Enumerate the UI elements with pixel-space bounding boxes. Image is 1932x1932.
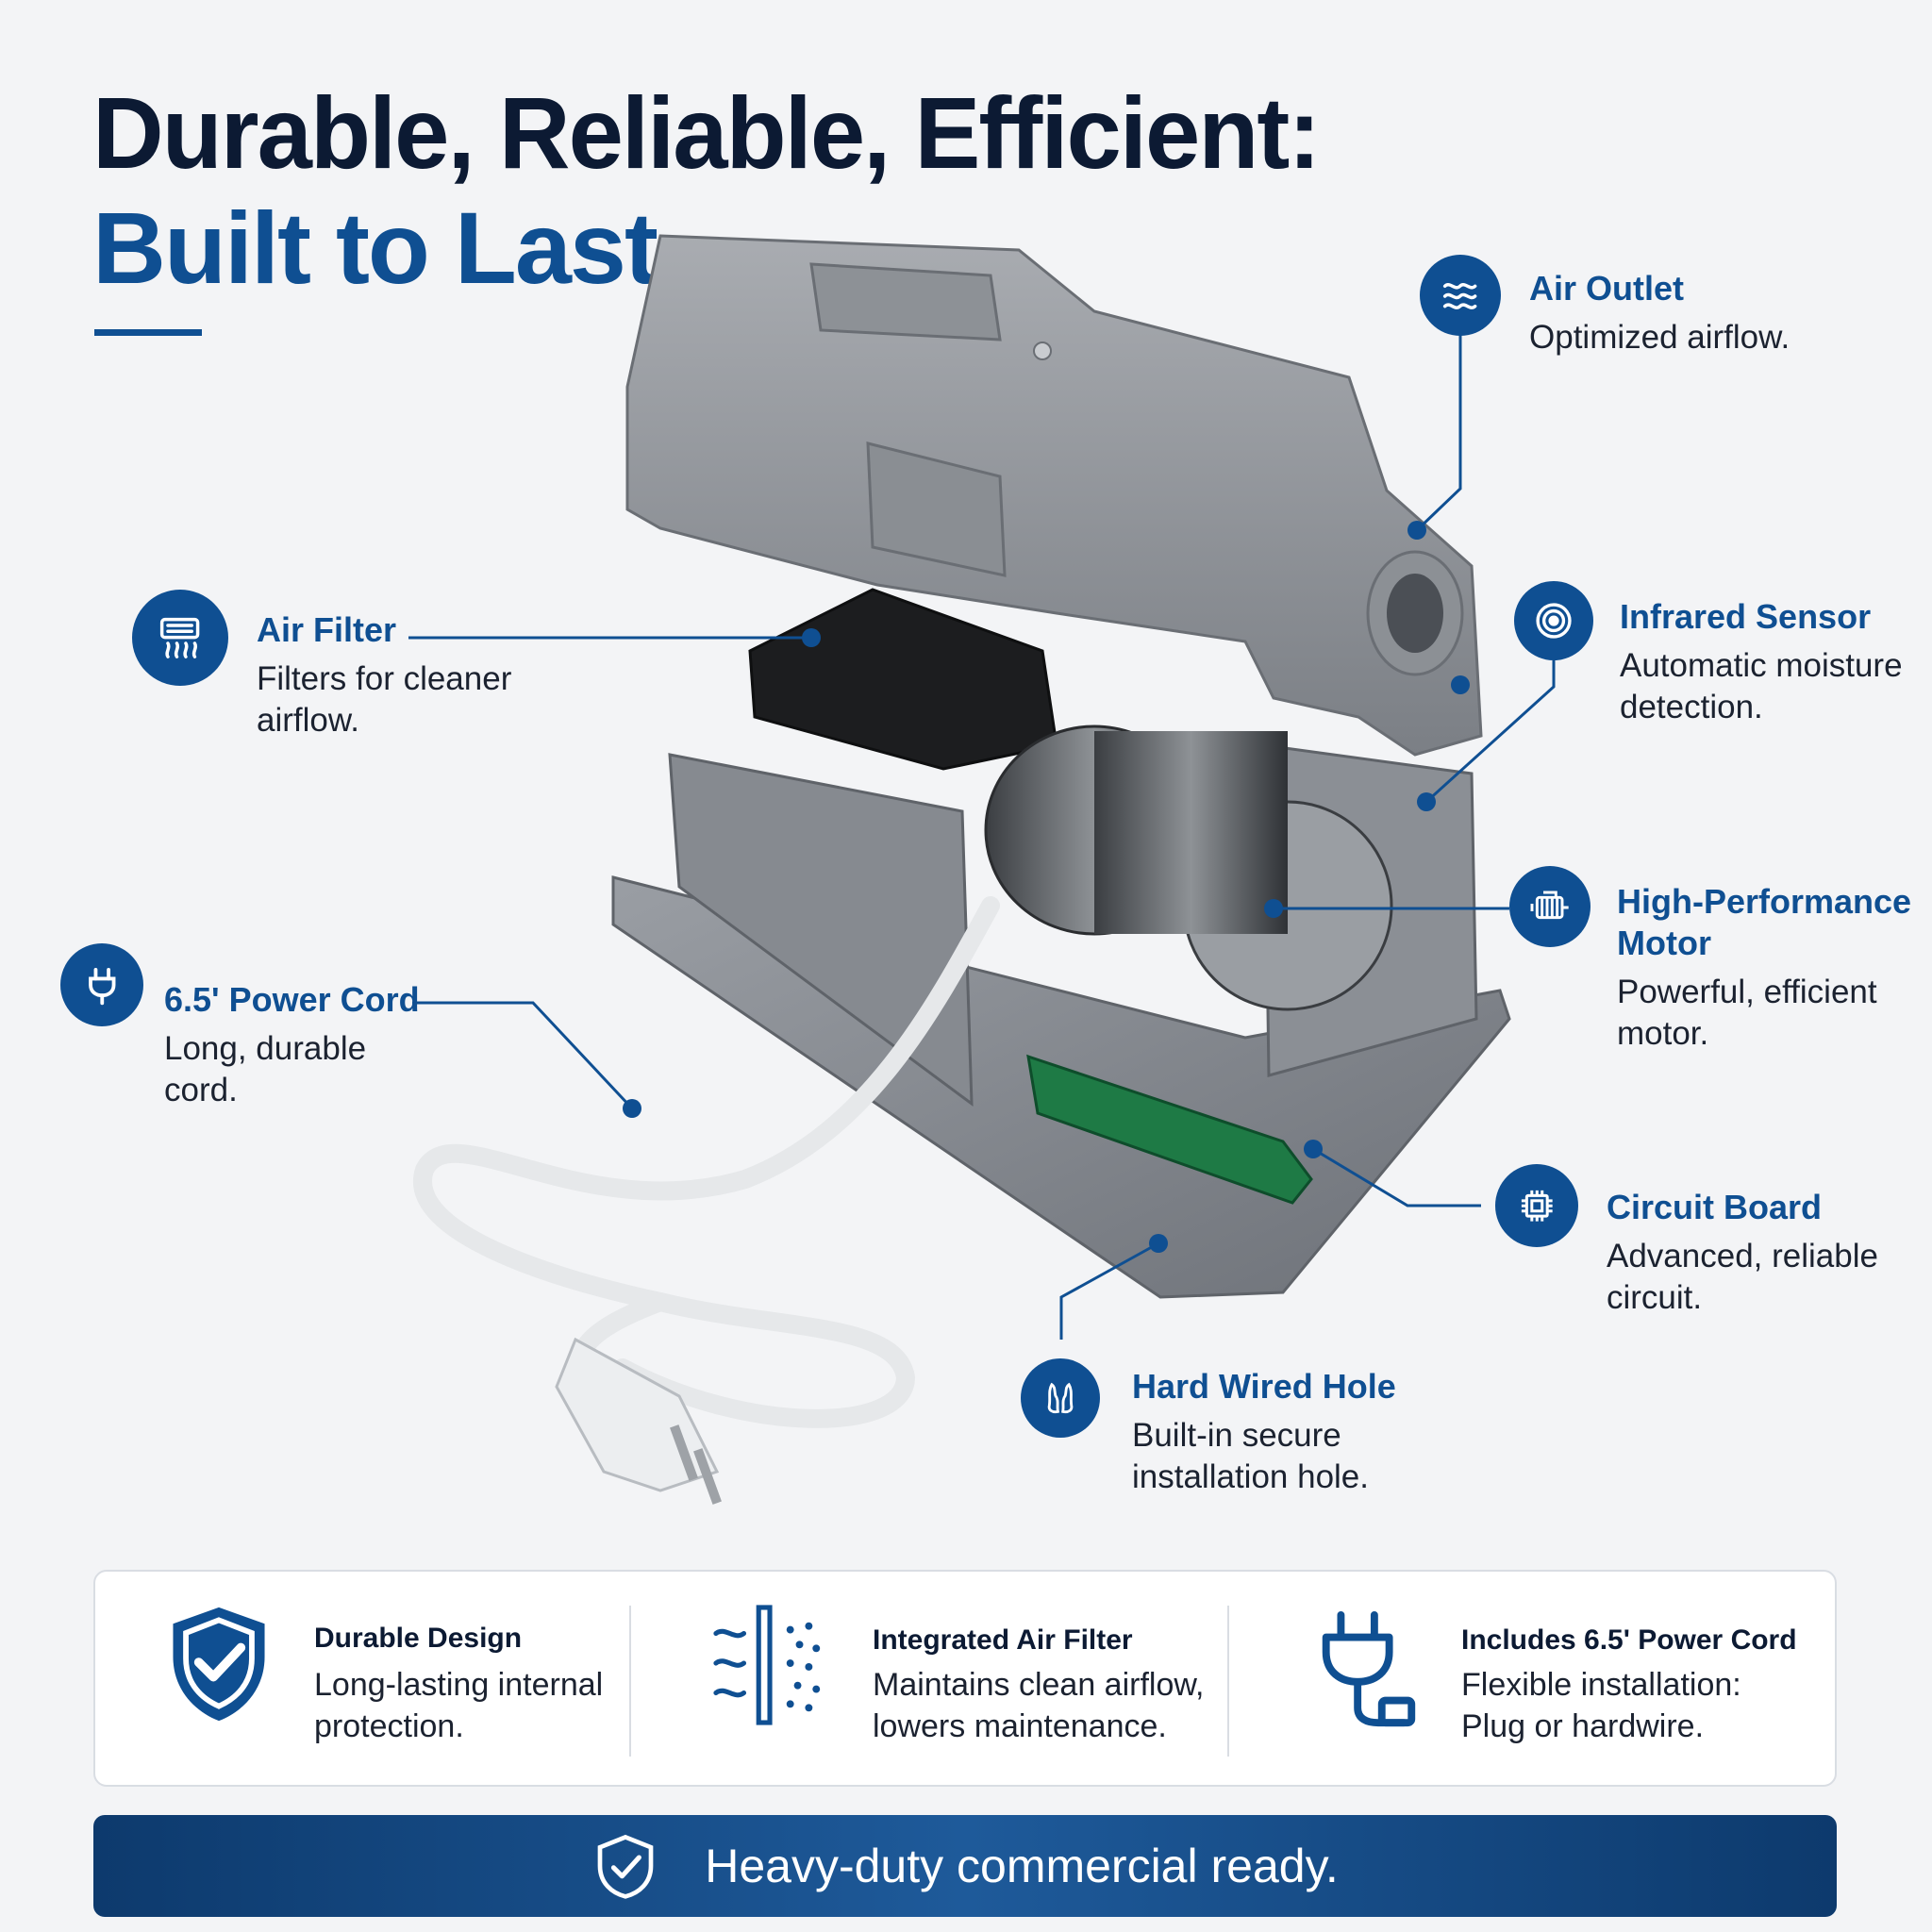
sensor-target-icon — [1514, 581, 1593, 660]
air-outlet-desc: Optimized airflow. — [1529, 319, 1790, 356]
feature-divider — [1227, 1606, 1229, 1757]
cover-marker — [1451, 675, 1470, 694]
power-cord-desc: Long, durable cord. — [164, 1030, 367, 1108]
callout-hard-wired-hole: Hard Wired Hole Built-in secure installa… — [1132, 1366, 1453, 1498]
feature-title: Durable Design — [314, 1623, 523, 1654]
callout-power-cord: 6.5' Power Cord Long, durable cord. — [164, 979, 447, 1111]
air-filter-title: Air Filter — [257, 610, 397, 649]
page-title-line-2: Built to Last. — [92, 191, 685, 305]
hard-wired-hole-desc: Built-in secure installation hole. — [1132, 1417, 1369, 1495]
infrared-sensor-title: Infrared Sensor — [1620, 597, 1872, 636]
page-title-line-1: Durable, Reliable, Efficient: — [92, 75, 1321, 190]
callout-motor: High-Performance Motor Powerful, efficie… — [1617, 881, 1919, 1055]
air-filter-desc: Filters for cleaner airflow. — [257, 660, 512, 739]
hard-wired-hole-title: Hard Wired Hole — [1132, 1367, 1396, 1406]
plug-cord-icon — [1322, 1611, 1416, 1727]
power-cord-title: 6.5' Power Cord — [164, 980, 420, 1019]
filter-icon — [132, 590, 228, 686]
shield-check-icon — [173, 1607, 265, 1722]
air-outlet-title: Air Outlet — [1529, 269, 1685, 308]
banner-text: Heavy-duty commercial ready. — [705, 1840, 1339, 1892]
feature-title: Includes 6.5' Power Cord — [1461, 1624, 1797, 1656]
feature-title: Integrated Air Filter — [873, 1624, 1133, 1656]
air-outlet-marker — [1407, 521, 1426, 540]
callout-air-filter: Air Filter Filters for cleaner airflow. — [257, 609, 540, 741]
airflow-waves-icon — [1420, 255, 1501, 336]
feature-power-cord: Includes 6.5' Power Cord Flexible instal… — [1229, 1572, 1833, 1785]
feature-durable-design: Durable Design Long-lasting internal pro… — [95, 1572, 629, 1785]
callout-infrared-sensor: Infrared Sensor Automatic moisture detec… — [1620, 596, 1922, 728]
motor-desc: Powerful, efficient motor. — [1617, 974, 1877, 1052]
callout-lines — [408, 332, 1556, 1340]
motor-marker — [1264, 899, 1283, 918]
title-accent-rule — [94, 329, 202, 336]
power-cord-marker — [623, 1099, 641, 1118]
air-filter-icon — [713, 1605, 821, 1725]
plug-icon — [60, 943, 143, 1026]
circuit-board-desc: Advanced, reliable circuit. — [1607, 1238, 1878, 1316]
infrared-sensor-desc: Automatic moisture detection. — [1620, 647, 1903, 725]
feature-panel: Durable Design Long-lasting internal pro… — [93, 1570, 1837, 1787]
feature-desc: Long-lasting internal protection. — [314, 1667, 604, 1744]
circuit-board-marker — [1304, 1140, 1323, 1158]
feature-integrated-air-filter: Integrated Air Filter Maintains clean ai… — [631, 1572, 1227, 1785]
shield-check-icon — [597, 1834, 654, 1899]
feature-divider — [629, 1606, 631, 1757]
chip-icon — [1495, 1164, 1578, 1247]
callout-circuit-board: Circuit Board Advanced, reliable circuit… — [1607, 1187, 1908, 1319]
motor-icon — [1509, 866, 1591, 947]
hard-wired-hole-marker — [1149, 1234, 1168, 1253]
feature-desc: Maintains clean airflow, lowers maintena… — [873, 1667, 1205, 1744]
circuit-board-title: Circuit Board — [1607, 1188, 1823, 1226]
motor-title: High-Performance Motor — [1617, 882, 1912, 962]
infrared-sensor-marker — [1417, 792, 1436, 811]
hand-wash-icon — [1021, 1358, 1100, 1438]
commercial-ready-banner: Heavy-duty commercial ready. — [93, 1815, 1837, 1917]
callout-air-outlet: Air Outlet Optimized airflow. — [1529, 268, 1907, 358]
air-filter-marker — [802, 628, 821, 647]
feature-desc: Flexible installation: Plug or hardwire. — [1461, 1667, 1741, 1744]
